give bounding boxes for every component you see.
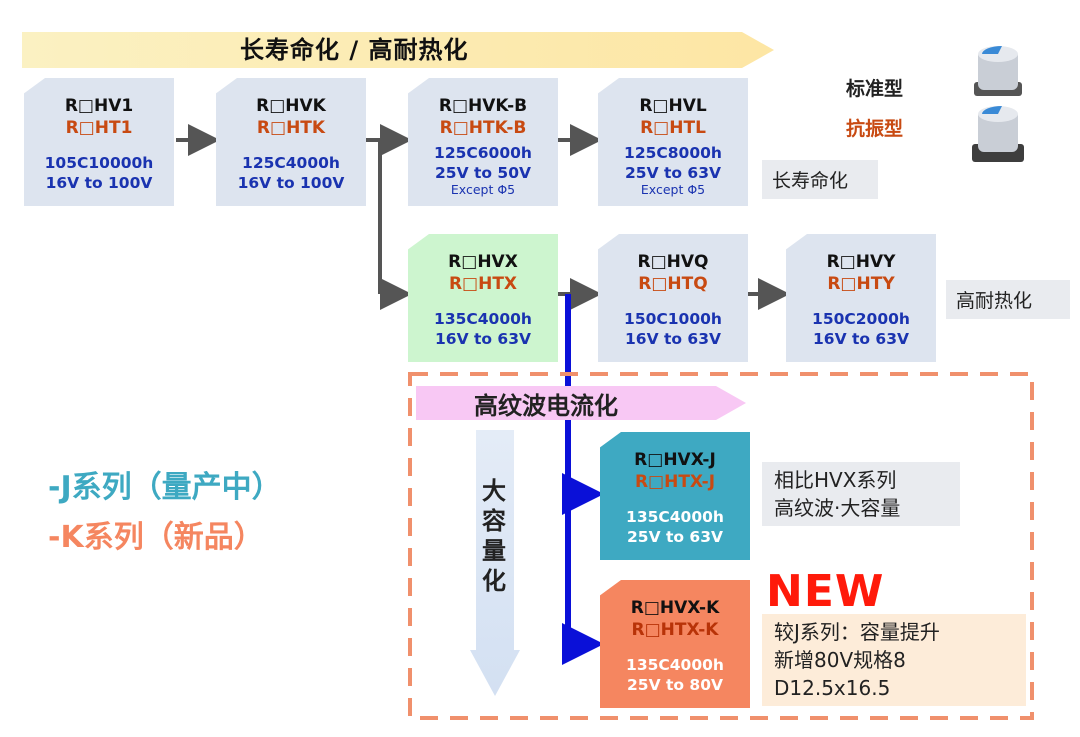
note-j: 相比HVX系列 高纹波·大容量 (762, 462, 960, 526)
legend-standard: 标准型 (846, 78, 904, 100)
capacitor-vibration-icon (972, 106, 1024, 162)
note-k-line2: 新增80V规格8 (774, 648, 906, 672)
note-j-line2: 高纹波·大容量 (774, 496, 901, 520)
series-k: -K系列（新品） (48, 520, 264, 555)
note-k-line3: D12.5x16.5 (774, 676, 891, 700)
capacity-title: 大容量化 (482, 477, 506, 595)
capacity-arrow (470, 430, 520, 696)
series-j: -J系列（量产中） (48, 470, 282, 505)
banner-arrow (22, 32, 774, 68)
note-k-line1: 较J系列：容量提升 (774, 620, 940, 644)
ripple-title: 高纹波电流化 (474, 392, 618, 420)
note-j-line1: 相比HVX系列 (774, 468, 897, 492)
new-badge: NEW (766, 566, 885, 617)
tag-longlife: 长寿命化 (762, 160, 878, 199)
note-k: 较J系列：容量提升 新增80V规格8 D12.5x16.5 (762, 614, 1026, 706)
legend-vibration: 抗振型 (846, 118, 904, 140)
ripple-arrow (416, 386, 746, 420)
banner-title: 长寿命化 / 高耐热化 (240, 36, 469, 64)
tag-heat: 高耐热化 (946, 280, 1070, 319)
capacitor-standard-icon (974, 46, 1022, 96)
